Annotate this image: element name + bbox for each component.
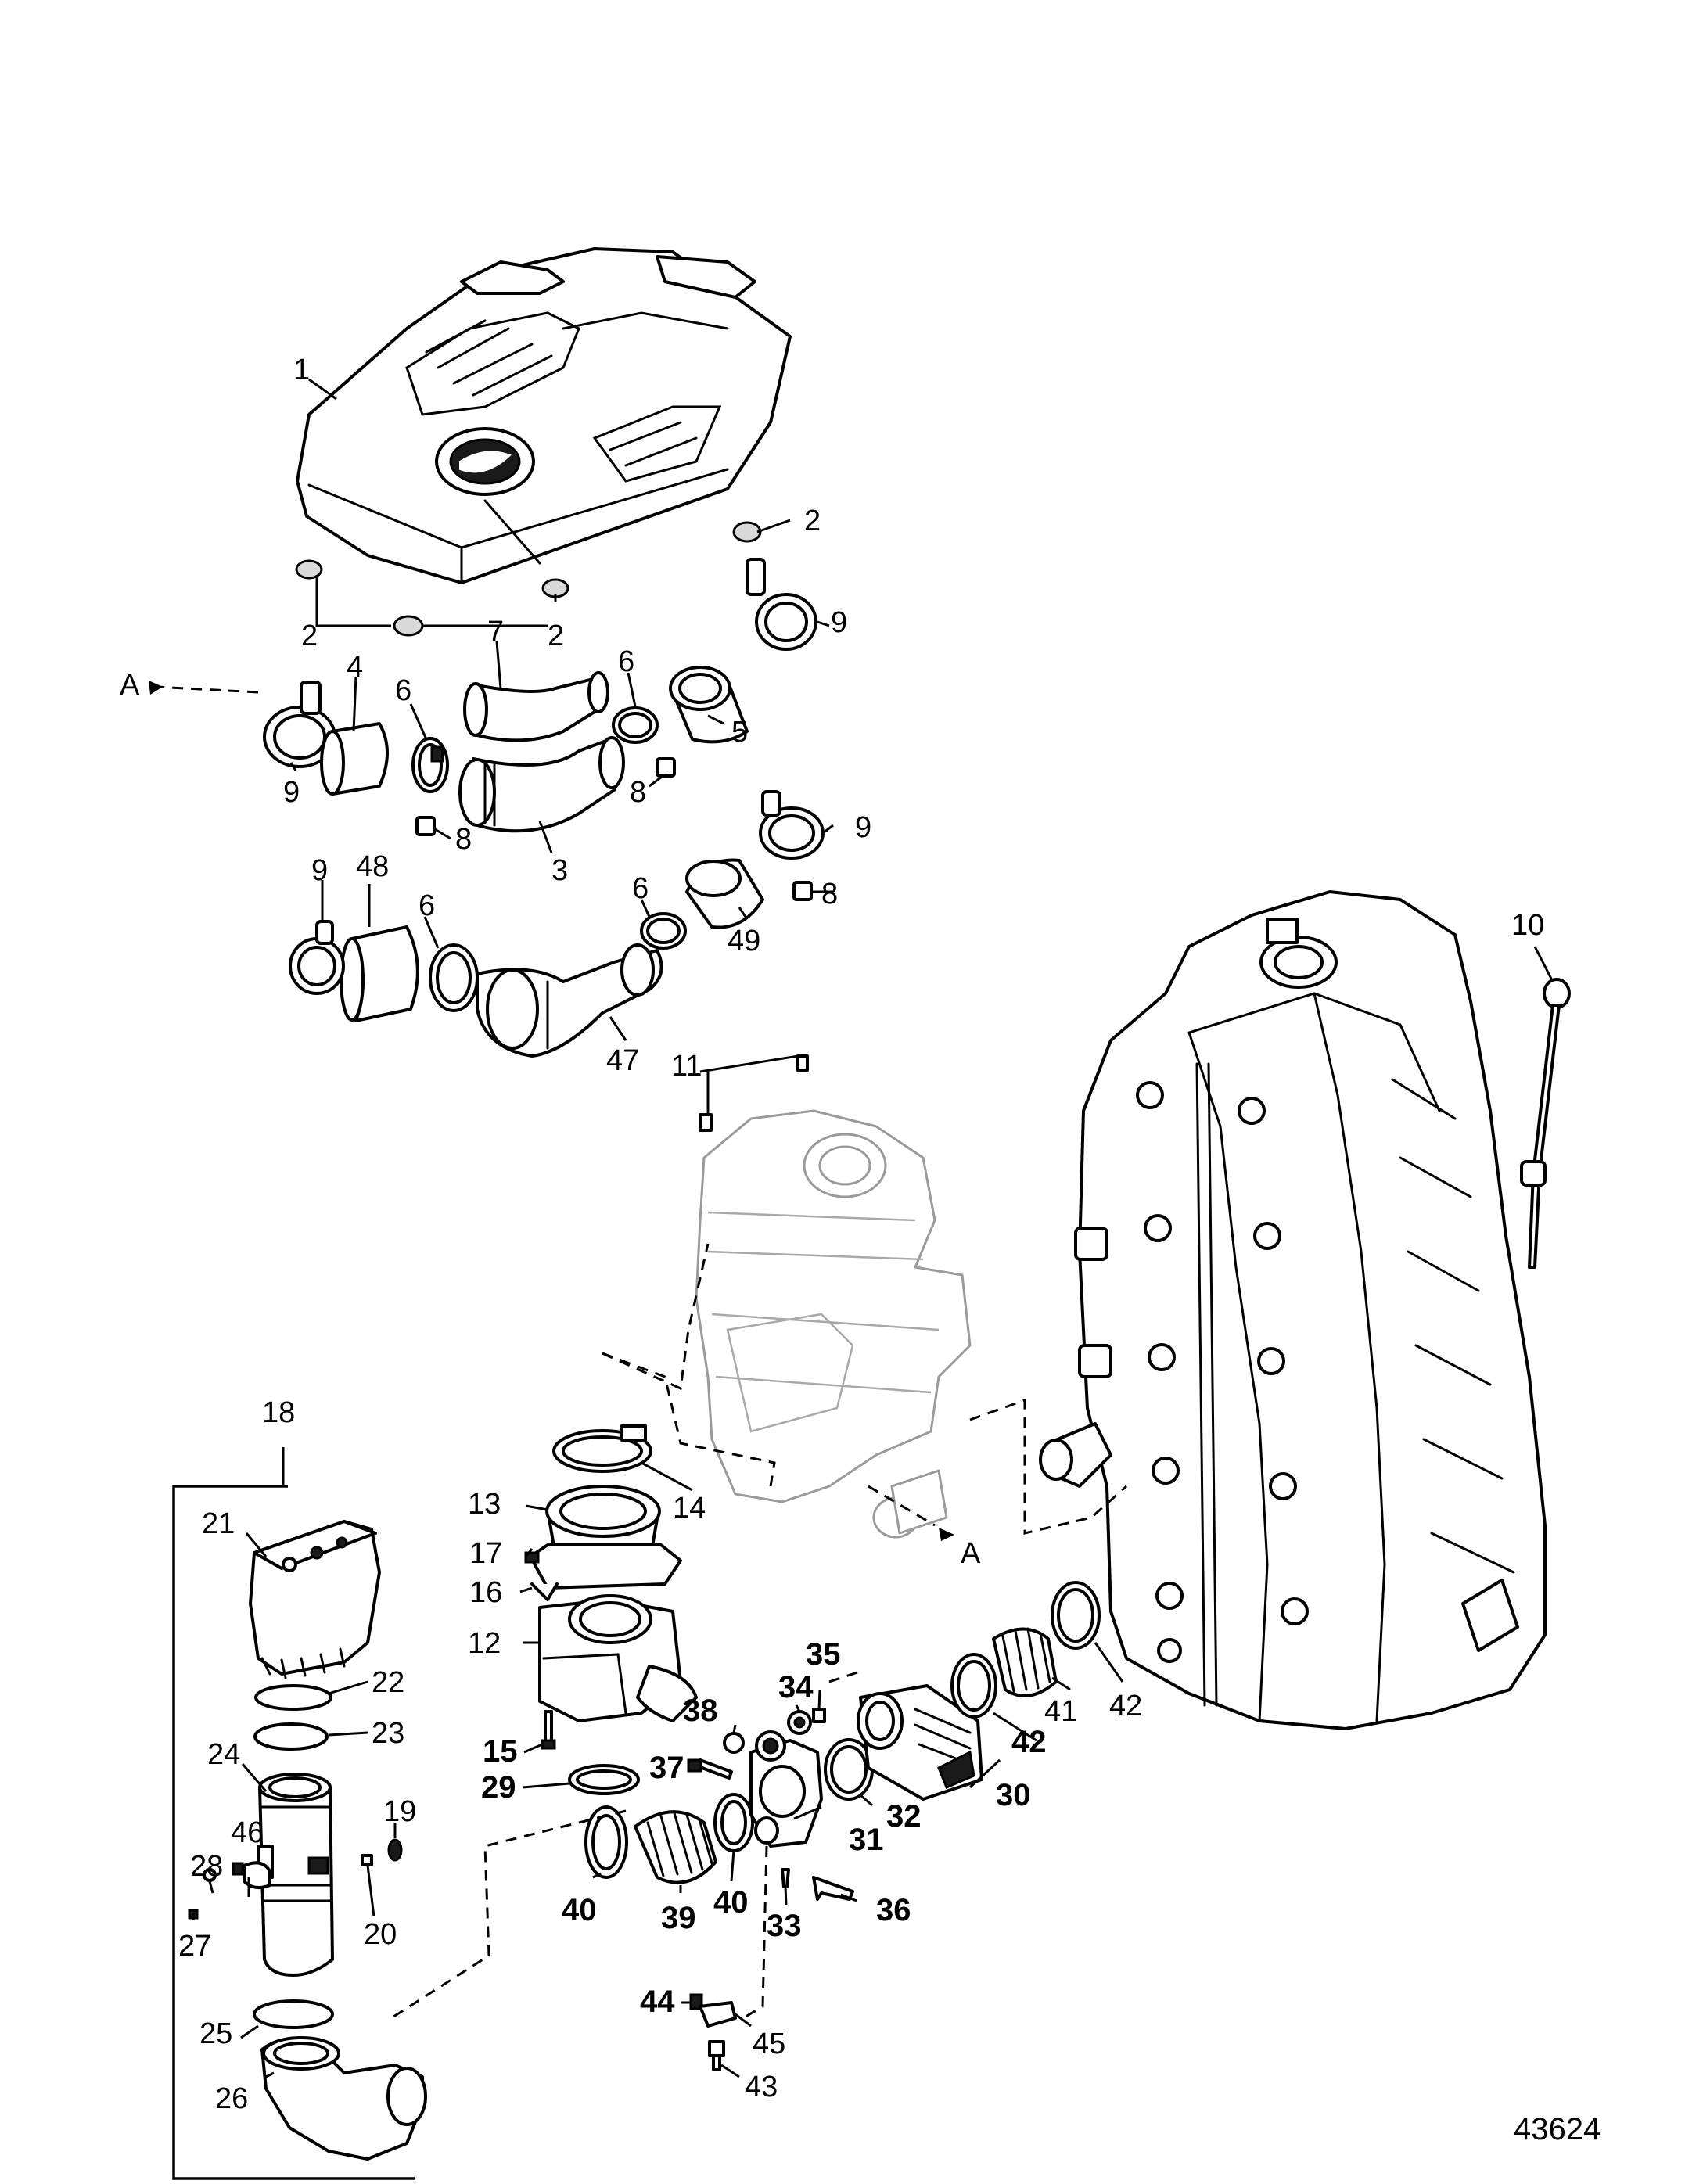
callout-3: 3 — [551, 854, 568, 887]
callout-35: 35 — [806, 1637, 841, 1672]
callout-29: 29 — [481, 1770, 516, 1805]
callout-19: 19 — [383, 1795, 416, 1828]
callout-37: 37 — [649, 1751, 684, 1785]
engine-cover — [296, 247, 792, 584]
callout-labels: 1 2 2 2 3 4 5 6 6 6 6 7 8 8 8 9 9 9 9 10… — [120, 354, 1544, 2115]
callout-48: 48 — [356, 850, 389, 883]
reference-component-ghost — [695, 1054, 972, 1539]
callout-13: 13 — [468, 1488, 501, 1521]
callout-28: 28 — [190, 1850, 223, 1883]
callout-8: 8 — [455, 823, 472, 856]
callout-47: 47 — [606, 1044, 639, 1077]
dipstick — [1520, 978, 1571, 1269]
callout-16: 16 — [469, 1576, 502, 1609]
filter-assembly-group — [172, 1485, 427, 2180]
callout-9: 9 — [311, 854, 328, 887]
callout-23: 23 — [372, 1717, 404, 1750]
callout-11: 11 — [671, 1050, 702, 1083]
callout-22: 22 — [372, 1666, 404, 1699]
callout-38: 38 — [683, 1694, 718, 1728]
callout-20: 20 — [364, 1918, 397, 1951]
callout-25: 25 — [199, 2017, 232, 2050]
callout-42: 42 — [1109, 1690, 1142, 1722]
hose-assemblies — [263, 558, 817, 901]
throttle-assembly — [524, 1424, 1101, 2071]
callout-44: 44 — [640, 1985, 675, 2019]
connection-lines — [156, 685, 1127, 2020]
callout-27: 27 — [178, 1930, 211, 1963]
section-a-arrows — [149, 681, 954, 1541]
callout-40: 40 — [713, 1885, 749, 1920]
callout-1: 1 — [293, 354, 310, 386]
callout-9: 9 — [283, 776, 300, 809]
callout-2: 2 — [548, 620, 564, 652]
callout-42: 42 — [1011, 1725, 1047, 1759]
figure-number: 43624 — [1514, 2112, 1601, 2146]
section-a-label-left: A — [120, 669, 140, 702]
callout-8: 8 — [821, 878, 838, 911]
leader-lines — [192, 378, 1554, 2078]
callout-9: 9 — [855, 811, 871, 844]
callout-34: 34 — [778, 1670, 814, 1704]
callout-39: 39 — [661, 1901, 696, 1935]
callout-5: 5 — [731, 716, 748, 749]
callout-24: 24 — [207, 1738, 240, 1771]
callout-12: 12 — [468, 1627, 501, 1660]
callout-30: 30 — [996, 1778, 1031, 1812]
callout-9: 9 — [831, 606, 847, 639]
callout-6: 6 — [618, 645, 634, 678]
callout-33: 33 — [767, 1909, 802, 1943]
callout-8: 8 — [630, 776, 646, 809]
callout-26: 26 — [215, 2082, 248, 2115]
callout-4: 4 — [347, 651, 363, 684]
callout-36: 36 — [876, 1893, 911, 1927]
callout-45: 45 — [753, 2028, 785, 2060]
callout-6: 6 — [395, 674, 411, 707]
callout-2: 2 — [301, 620, 318, 652]
callout-46: 46 — [231, 1816, 264, 1849]
callout-18: 18 — [262, 1396, 295, 1429]
callout-21: 21 — [202, 1507, 235, 1540]
callout-6: 6 — [419, 889, 435, 922]
engine-block — [1039, 890, 1547, 1730]
callout-6: 6 — [632, 872, 649, 905]
callout-31: 31 — [849, 1823, 884, 1857]
callout-32: 32 — [886, 1799, 922, 1834]
hose-assemblies-lower — [289, 790, 825, 1058]
callout-49: 49 — [728, 925, 760, 957]
callout-7: 7 — [487, 616, 504, 648]
callout-41: 41 — [1044, 1695, 1077, 1728]
callout-17: 17 — [469, 1537, 502, 1570]
callout-40: 40 — [562, 1893, 597, 1927]
callout-14: 14 — [673, 1492, 706, 1525]
callout-15: 15 — [483, 1734, 518, 1769]
callout-2: 2 — [804, 505, 821, 537]
section-a-label-right: A — [961, 1537, 981, 1570]
callout-43: 43 — [745, 2071, 778, 2103]
callout-10: 10 — [1511, 909, 1544, 942]
